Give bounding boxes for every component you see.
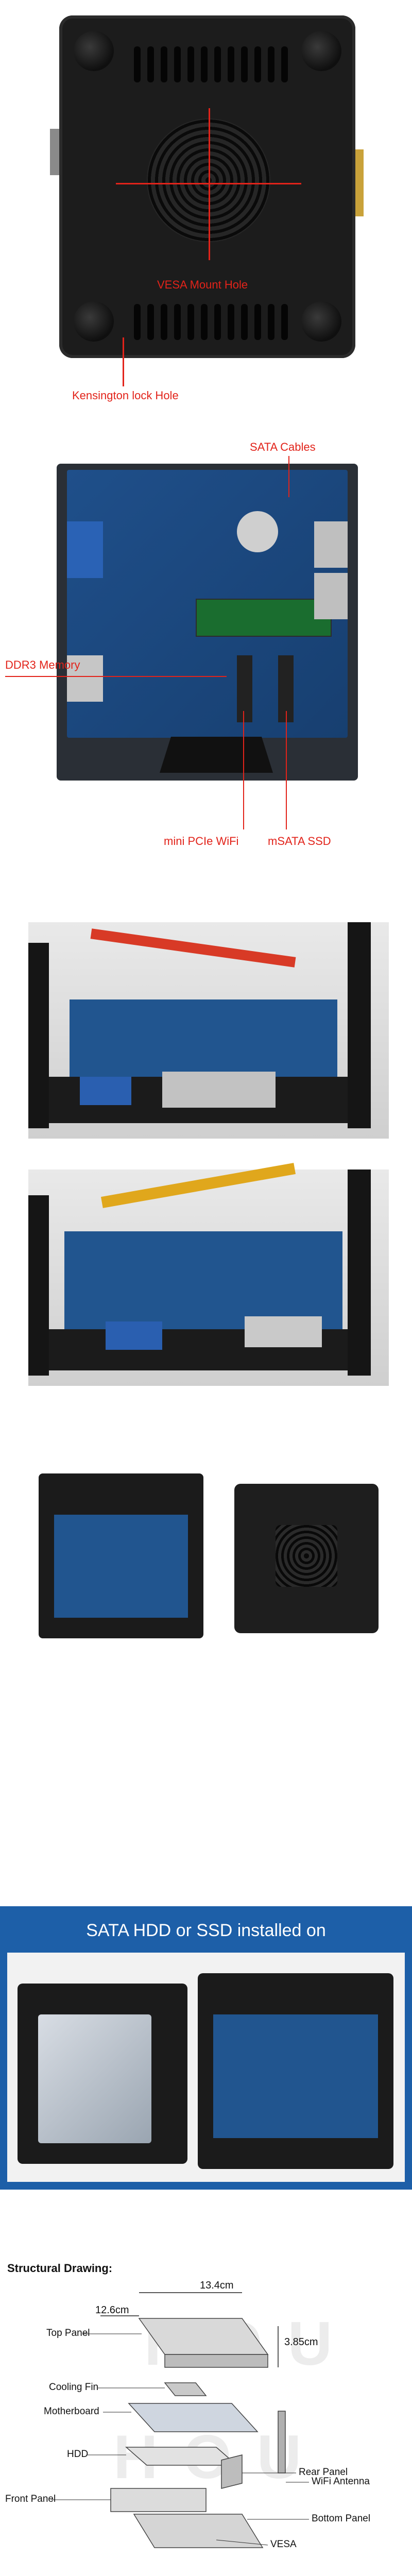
dimension-width: 13.4cm [200,2280,234,2291]
bottom-panel-shape [133,2514,264,2548]
cmos-battery [237,511,278,552]
structural-drawing-title: Structural Drawing: [7,2262,113,2275]
sata-leader-line [288,456,289,497]
hdd-drive [38,2014,151,2143]
vent-slots-bottom [134,304,288,340]
rubber-foot [301,31,341,71]
front-panel-shape [110,2488,207,2512]
motherboard [54,1515,188,1618]
msata-leader-line [286,711,287,829]
case-bottom-photo: VESA Mount Hole [50,15,364,358]
kensington-lock-hole-label: Kensington lock Hole [72,389,179,402]
hdd-installed-photo [7,1953,405,2182]
antenna-shape [278,2411,286,2473]
open-case-rear-photo [28,922,389,1139]
ddr3-memory-label: DDR3 Memory [5,658,80,671]
side-port [50,129,59,175]
kensington-leader-line [123,337,124,386]
label-vesa: VESA [270,2539,297,2550]
exploded-view-diagram [52,2292,309,2548]
case-side-wall [28,943,49,1128]
serial-port [80,1077,131,1105]
case-side-wall [348,922,371,1128]
rubber-foot [74,301,114,342]
cooling-fin-shape [164,2382,207,2396]
label-motherboard: Motherboard [44,2406,99,2417]
label-cooling-fin: Cooling Fin [49,2382,99,2393]
usb-port-block [162,1072,276,1108]
sata-cables-label: SATA Cables [250,440,316,453]
lid-vent [276,1525,337,1587]
case-lid-with-hdd [18,1984,187,2164]
motherboard-shape [128,2403,259,2432]
open-case-with-lid-photo [28,1443,389,1659]
label-wifi-antenna: WiFi Antenna [312,2476,370,2487]
rubber-foot [301,301,341,342]
rear-panel-shape [221,2454,243,2489]
wifi-leader-line [243,711,244,829]
usb-port [314,521,348,568]
motherboard-photo [57,464,358,781]
power-cable [100,1163,296,1208]
mini-pcie-slot [237,655,252,722]
side-port [355,149,364,216]
open-case-front-photo [28,1163,389,1386]
case-lid [234,1484,379,1633]
motherboard [64,1231,342,1329]
dimension-depth: 12.6cm [95,2304,129,2316]
motherboard [213,2014,378,2138]
hdd-shape [125,2447,238,2466]
case-side-wall [28,1195,49,1376]
motherboard-pcb [67,470,348,738]
ethernet-ports [245,1316,322,1347]
mini-pcie-wifi-label: mini PCIe WiFi [164,835,239,848]
case-body [198,1973,393,2169]
vesa-mount-hole-label: VESA Mount Hole [157,278,248,291]
vga-port [106,1321,162,1350]
sata-cable [90,928,296,968]
label-top-panel: Top Panel [46,2328,90,2338]
banner-title: SATA HDD or SSD installed on [86,1921,326,1940]
case-body [39,1473,203,1638]
usb-port [314,573,348,619]
rubber-foot [74,31,114,71]
label-front-panel: Front Panel [5,2494,56,2504]
label-bottom-panel: Bottom Panel [312,2513,371,2524]
ddr3-memory-module [196,599,332,637]
case-side-wall [348,1170,371,1376]
hdd-banner: SATA HDD or SSD installed on [0,1906,412,2190]
msata-ssd-label: mSATA SSD [268,835,331,848]
dimension-height: 3.85cm [284,2336,318,2348]
board-stand [160,737,273,773]
ethernet-port [67,655,103,702]
vesa-crosshair-horizontal [116,183,301,184]
ddr3-leader-line [5,676,227,677]
motherboard [70,999,337,1077]
vent-slots-top [134,46,288,82]
vga-port [67,521,103,578]
label-hdd: HDD [67,2449,89,2460]
label-rear-panel: Rear Panel [299,2467,348,2478]
top-panel-shape [138,2318,269,2355]
